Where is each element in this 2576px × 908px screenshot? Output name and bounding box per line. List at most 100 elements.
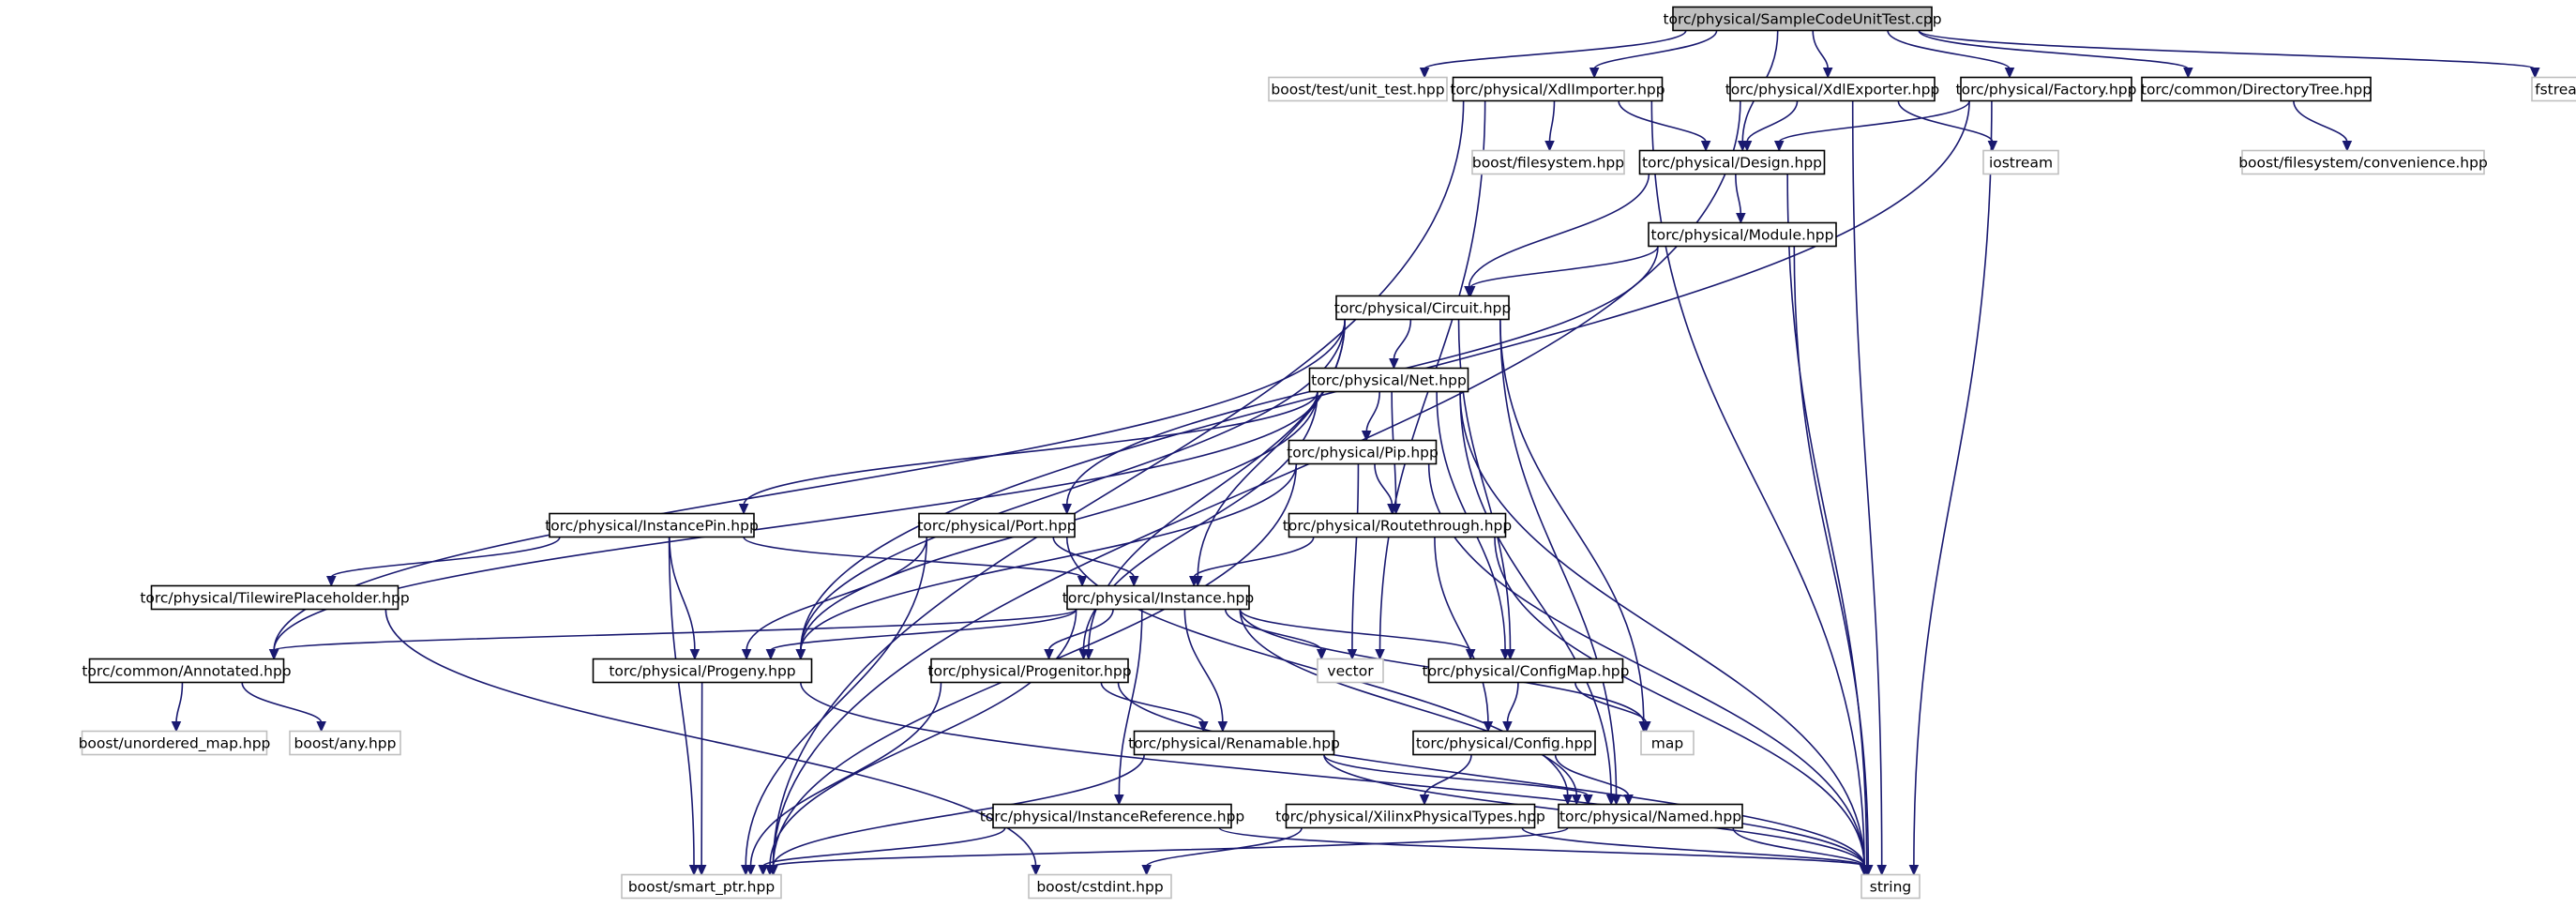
node-port[interactable]: torc/physical/Port.hpp [917,512,1077,538]
arrowhead-root-to-fstream [2530,68,2540,79]
node-box-progenitor [930,658,1129,684]
node-box-any [289,730,401,756]
node-label-named: torc/physical/Named.hpp [1559,809,1741,825]
arrowhead-annotated-to-unordered_map [171,721,182,733]
node-configmap[interactable]: torc/physical/ConfigMap.hpp [1423,658,1630,684]
edge-module-to-circuit [1469,246,1659,289]
edge-progeny-to-smart_ptr [700,682,703,867]
node-box-root [1672,6,1933,32]
edge-tilewire-to-cstdint [384,609,1037,867]
node-progenitor[interactable]: torc/physical/Progenitor.hpp [927,658,1132,684]
edge-root-to-xdlexp [1812,30,1829,69]
arrowhead-pip-to-routethrough [1387,504,1397,515]
arrowhead-factory-to-design [1773,141,1785,152]
edge-instance-to-vector [1224,609,1323,651]
edge-instpin-to-tilewire [330,537,561,579]
arrowhead-design-to-module [1736,213,1746,224]
edge-design-to-circuit [1468,174,1650,288]
arrowhead-root-to-xdlimp [1589,68,1600,79]
node-label-iostream: iostream [1989,155,2053,172]
node-instance[interactable]: torc/physical/Instance.hpp [1062,584,1254,611]
node-box-annotated [88,658,285,684]
node-box-net [1308,367,1469,393]
node-label-port: torc/physical/Port.hpp [917,518,1076,535]
arrowhead-xdlimp-to-vector [1375,649,1385,660]
arrowhead-config-to-xilinxtypes [1419,794,1430,806]
arrowhead-configmap-to-map [1641,721,1651,733]
node-instpin[interactable]: torc/physical/InstancePin.hpp [545,512,759,538]
edge-renamable-to-smart_ptr [772,754,1145,867]
arrowhead-progenitor-to-smart_ptr [746,865,756,876]
edge-annotated-to-unordered_map [175,682,184,723]
arrowhead-tilewire-to-cstdint [1031,865,1041,876]
arrowhead-xdlimp-to-filesystem [1544,141,1555,152]
node-label-config: torc/physical/Config.hpp [1416,735,1592,752]
node-label-configmap: torc/physical/ConfigMap.hpp [1423,663,1630,680]
node-xdlimp[interactable]: torc/physical/XdlImporter.hpp [1450,76,1665,102]
node-instref[interactable]: torc/physical/InstanceReference.hpp [980,803,1245,829]
arrowhead-xdlexp-to-design [1741,141,1753,152]
node-routethrough[interactable]: torc/physical/Routethrough.hpp [1283,512,1512,538]
edge-instance-to-smart_ptr [769,609,1077,867]
node-box-circuit [1335,295,1510,321]
node-box-smart_ptr [621,873,782,900]
edge-circuit-to-named [1499,319,1618,796]
edge-instance-to-annotated [273,608,1077,652]
node-label-cstdint: boost/cstdint.hpp [1036,879,1163,896]
edge-root-to-factory [1887,30,2011,69]
node-dirtree[interactable]: torc/common/DirectoryTree.hpp [2141,76,2372,102]
node-label-module: torc/physical/Module.hpp [1651,227,1834,244]
arrowhead-instpin-to-smart_ptr [688,865,700,876]
node-net[interactable]: torc/physical/Net.hpp [1308,367,1469,393]
node-label-filesystem: boost/filesystem.hpp [1472,155,1624,172]
arrowhead-module-to-port [1062,504,1072,515]
arrowhead-instance-to-renamable [1217,721,1228,733]
node-config[interactable]: torc/physical/Config.hpp [1412,730,1596,756]
arrowhead-progeny-to-smart_ptr [696,865,707,876]
node-label-unit_test: boost/test/unit_test.hpp [1271,82,1444,99]
node-label-xdlimp: torc/physical/XdlImporter.hpp [1450,82,1665,98]
edge-progenitor-to-string [1117,682,1865,867]
node-tilewire[interactable]: torc/physical/TilewirePlaceholder.hpp [140,584,410,611]
edge-net-to-pip [1365,391,1380,432]
arrowhead-instpin-to-instance [1077,576,1088,587]
edge-net-to-string [1459,391,1865,867]
node-label-progeny: torc/physical/Progeny.hpp [609,663,795,680]
node-design[interactable]: torc/physical/Design.hpp [1638,149,1826,175]
node-box-fsconv [2241,149,2485,175]
edge-pip-to-vector [1351,463,1360,651]
node-box-dirtree [2141,76,2372,102]
edge-progenitor-to-renamable [1100,682,1205,723]
node-circuit[interactable]: torc/physical/Circuit.hpp [1334,295,1511,321]
edge-named-to-smart_ptr [772,826,1569,868]
edge-instpin-to-instance [743,536,1083,579]
edge-root-to-dirtree [1918,30,2190,70]
edge-instance-to-configmap [1239,609,1471,652]
node-label-renamable: torc/physical/Renamable.hpp [1128,735,1340,752]
node-xdlexp[interactable]: torc/physical/XdlExporter.hpp [1725,76,1940,102]
node-factory[interactable]: torc/physical/Factory.hpp [1956,76,2137,102]
node-label-instref: torc/physical/InstanceReference.hpp [980,809,1245,825]
node-renamable[interactable]: torc/physical/Renamable.hpp [1128,730,1340,756]
arrowhead-configmap-to-config [1502,721,1513,733]
arrowhead-renamable-to-named [1583,794,1593,806]
node-box-named [1558,803,1743,829]
edge-root-to-fstream [1918,29,2537,70]
node-fsconv: boost/filesystem/convenience.hpp [2238,149,2488,175]
node-named[interactable]: torc/physical/Named.hpp [1558,803,1743,829]
edge-configmap-to-map [1574,682,1648,723]
node-label-root: torc/physical/SampleCodeUnitTest.cpp [1663,11,1941,28]
edge-config-to-named [1554,754,1630,796]
node-pip[interactable]: torc/physical/Pip.hpp [1287,439,1439,465]
node-module[interactable]: torc/physical/Module.hpp [1648,221,1837,248]
node-progeny[interactable]: torc/physical/Progeny.hpp [592,658,813,684]
arrowhead-instpin-to-tilewire [326,576,337,587]
node-annotated[interactable]: torc/common/Annotated.hpp [82,658,292,684]
arrowhead-net-to-configmap [1499,649,1511,660]
edge-instref-to-string [1218,826,1865,868]
node-label-dirtree: torc/common/DirectoryTree.hpp [2141,82,2372,98]
node-root: torc/physical/SampleCodeUnitTest.cpp [1663,6,1942,32]
node-xilinxtypes[interactable]: torc/physical/XilinxPhysicalTypes.hpp [1275,803,1545,829]
node-label-net: torc/physical/Net.hpp [1311,372,1467,389]
